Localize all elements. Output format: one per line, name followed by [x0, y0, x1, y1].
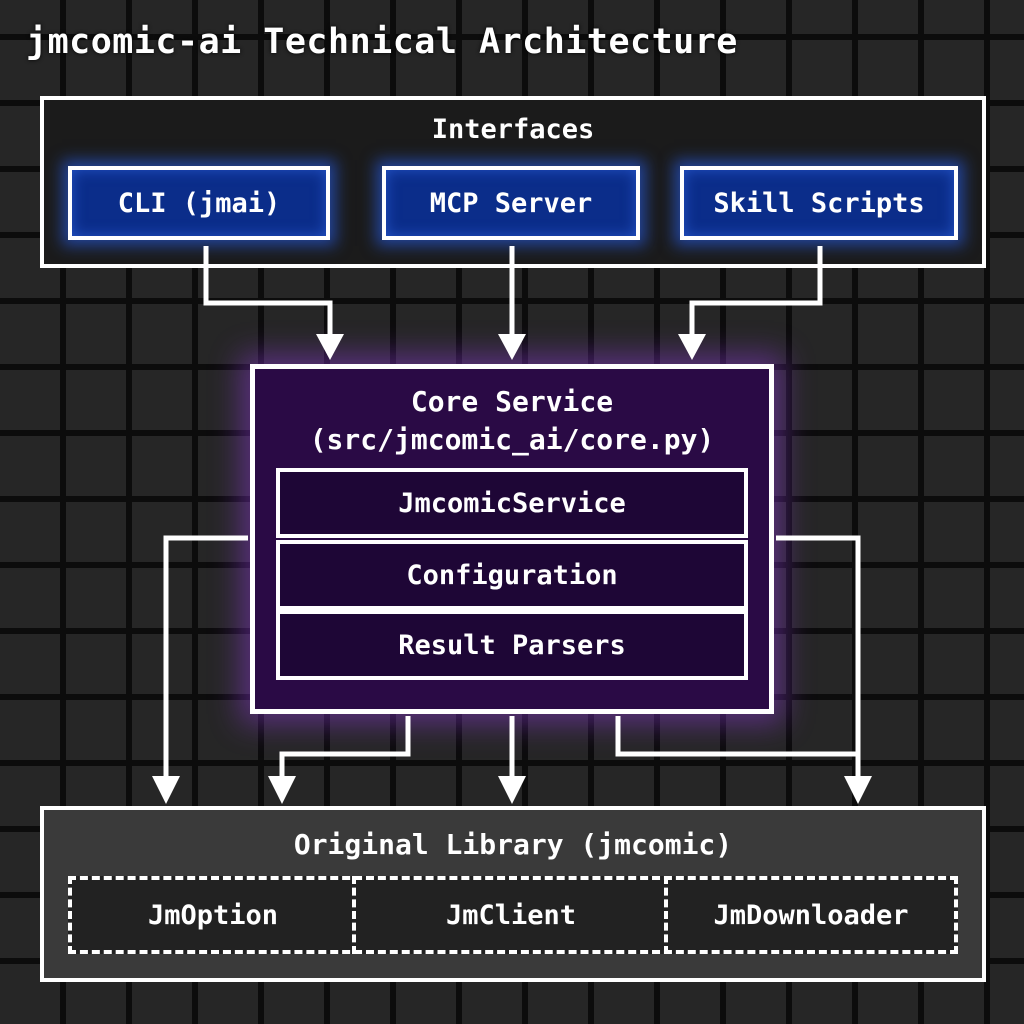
arrowhead [268, 776, 296, 804]
arrowhead [316, 334, 344, 360]
arrow-core-to-jmdownloader [615, 716, 861, 782]
jmclient-box: JmClient [445, 899, 577, 931]
arrowhead [498, 776, 526, 804]
library-heading: Original Library (jmcomic) [293, 828, 733, 861]
cli-box: CLI (jmai) [68, 166, 330, 240]
arrowhead [678, 334, 706, 360]
arrow-core-to-jmoption [163, 535, 248, 782]
arrowhead [498, 334, 526, 360]
configuration-box: Configuration [276, 540, 748, 610]
result-parsers-box: Result Parsers [276, 610, 748, 680]
arrow-cli-to-core [203, 246, 333, 340]
mcp-server-box: MCP Server [382, 166, 640, 240]
arrowhead [844, 776, 872, 804]
core-service-heading: Core Service [410, 385, 614, 418]
library-divider [352, 876, 356, 954]
jmoption-box: JmOption [147, 899, 279, 931]
jmdownloader-box: JmDownloader [713, 899, 909, 931]
diagram-title: jmcomic-ai Technical Architecture [26, 22, 738, 62]
skill-scripts-box: Skill Scripts [680, 166, 958, 240]
library-components-container [68, 876, 958, 954]
library-divider [664, 876, 668, 954]
arrow-core-to-jmoption-2 [279, 716, 411, 782]
arrow-core-to-jmdownloader-2 [776, 535, 861, 754]
interfaces-heading: Interfaces [431, 114, 595, 145]
jmcomic-service-box: JmcomicService [276, 468, 748, 538]
core-service-path: (src/jmcomic_ai/core.py) [309, 423, 715, 456]
arrow-skills-to-core [689, 246, 823, 340]
arrowhead [152, 776, 180, 804]
